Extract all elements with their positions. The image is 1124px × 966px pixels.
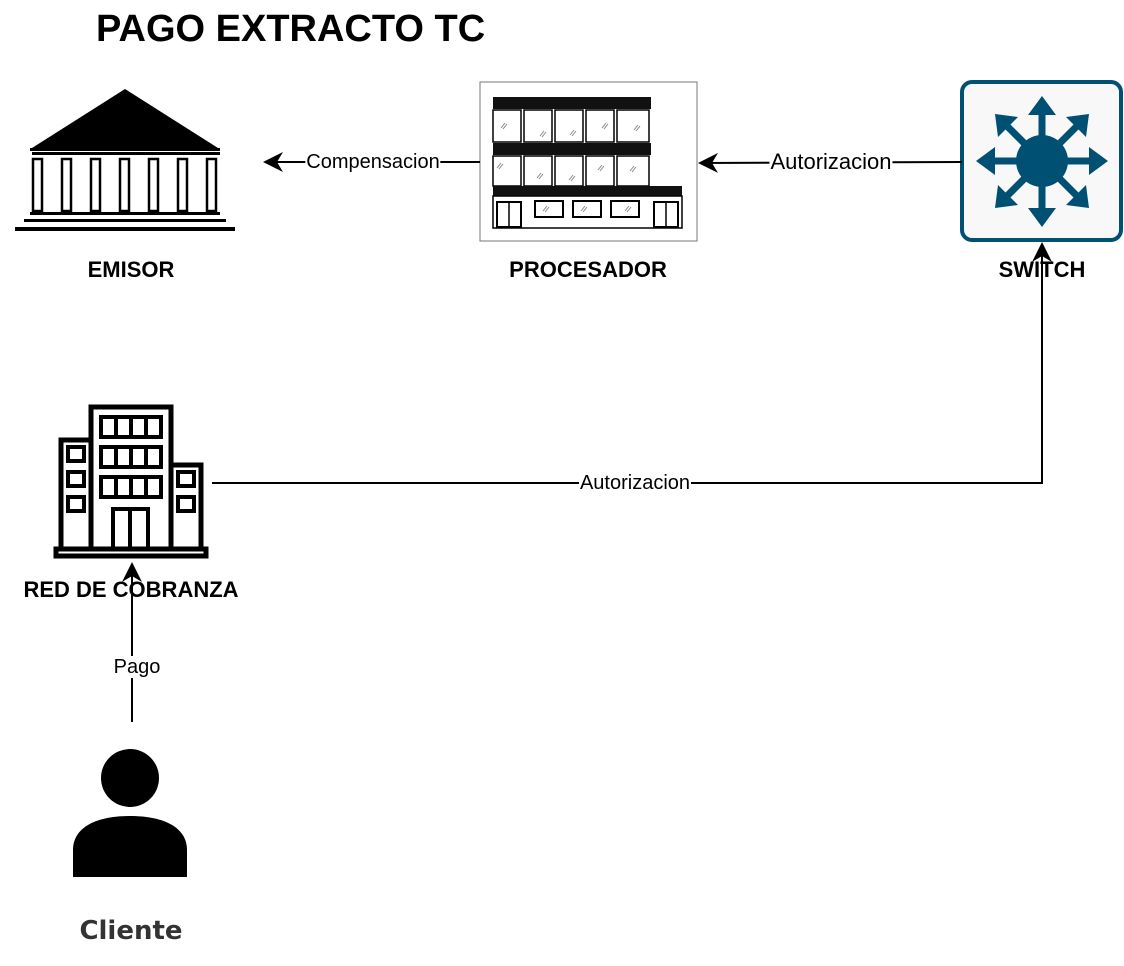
- node-label-procesador: PROCESADOR: [509, 257, 667, 282]
- diagram-title: PAGO EXTRACTO TC: [96, 8, 486, 50]
- node-label-red-cobranza: RED DE COBRANZA: [23, 577, 239, 602]
- network-switch-icon: [960, 80, 1123, 242]
- node-label-switch: SWITCH: [998, 257, 1086, 282]
- edge-label-pago: Pago: [112, 656, 162, 678]
- user-icon: [73, 749, 187, 877]
- office-building-icon: [479, 81, 698, 242]
- bank-icon: [15, 89, 235, 231]
- edge-label-compensacion: Compensacion: [305, 151, 441, 173]
- city-building-icon: [53, 404, 209, 559]
- edge-label-autorizacion-red: Autorizacion: [578, 472, 692, 494]
- node-label-cliente: Cliente: [79, 916, 183, 946]
- edge-label-autorizacion-switch: Autorizacion: [769, 148, 893, 175]
- node-label-emisor: EMISOR: [87, 257, 175, 282]
- edge-autorizacion-red: [212, 242, 1052, 484]
